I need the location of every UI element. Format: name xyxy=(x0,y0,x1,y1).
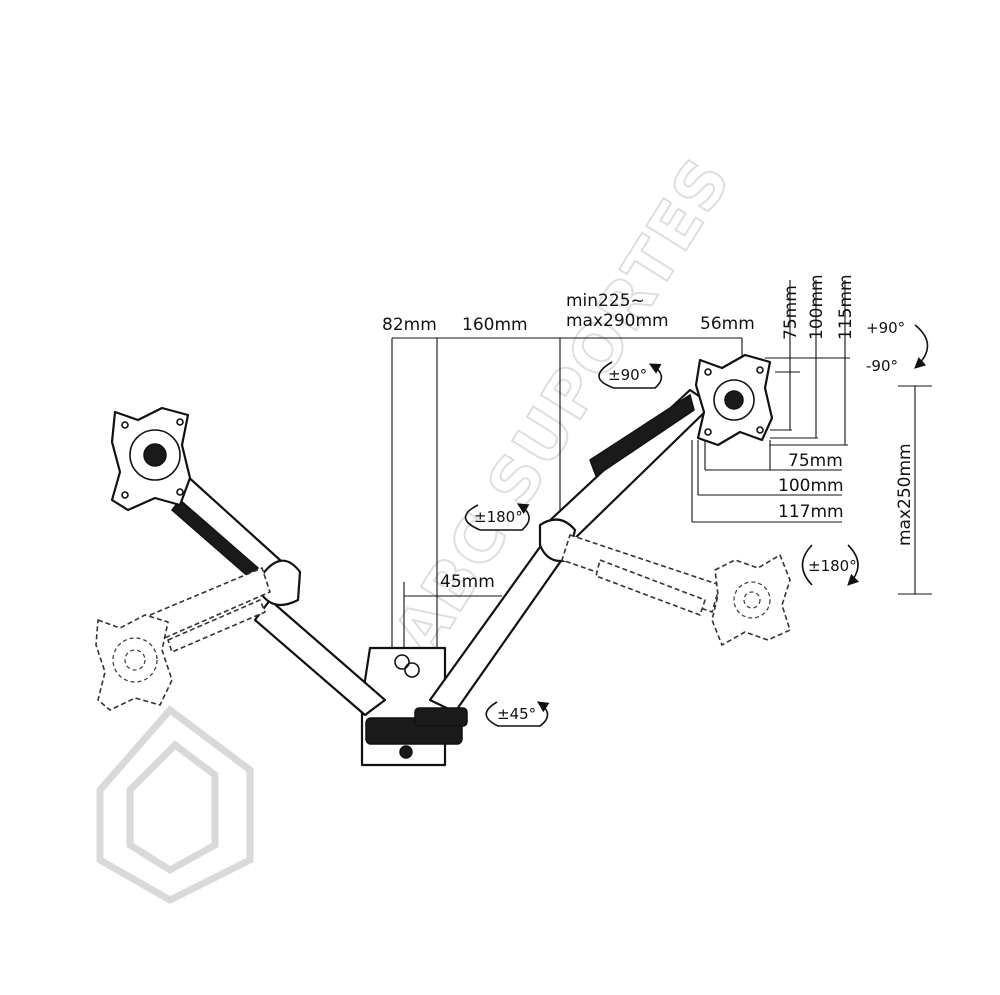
vesa-horizontal-100: 100mm xyxy=(778,476,844,496)
vesa-vertical-75: 75mm xyxy=(781,285,801,340)
left-vesa-plate xyxy=(110,406,192,512)
right-vesa-plate xyxy=(694,353,774,447)
right-arm xyxy=(414,388,714,727)
dim-plate-depth: 45mm xyxy=(440,572,495,592)
rotation-badge-pivot-arm: ±180° xyxy=(464,503,530,531)
tilt-up-label: +90° xyxy=(866,319,905,337)
right-vesa-plate-alternate xyxy=(711,554,791,646)
top-dimension-lines xyxy=(391,337,743,650)
rotation-badge-swivel-head: ±90° xyxy=(598,361,663,389)
svg-text:±180°: ±180° xyxy=(474,508,523,526)
dim-extension-min: min225~ xyxy=(566,291,645,311)
dim-wall-plate-offset: 82mm xyxy=(382,315,437,335)
left-arm-alternate xyxy=(149,567,271,653)
rotation-badge-rotate-screen: ±180° xyxy=(801,544,859,585)
left-arm xyxy=(158,463,387,717)
rotation-badge-wall-swivel: ±45° xyxy=(485,701,550,727)
right-arm-alternate xyxy=(561,534,721,616)
vesa-vertical-100: 100mm xyxy=(807,274,827,340)
dim-arm-span: 160mm xyxy=(462,315,528,335)
vesa-horizontal-117: 117mm xyxy=(778,502,844,522)
vesa-vertical-lines xyxy=(765,280,850,446)
left-vesa-plate-alternate xyxy=(95,614,173,711)
dim-head-offset: 56mm xyxy=(700,314,755,334)
vesa-horizontal-lines xyxy=(691,440,842,523)
watermark-logo-icon xyxy=(96,705,254,904)
height-range-line xyxy=(898,385,932,595)
dim-extension-max: max290mm xyxy=(566,311,669,331)
svg-text:±45°: ±45° xyxy=(497,705,536,723)
dim-height-range: max250mm xyxy=(895,443,915,546)
vesa-vertical-115: 115mm xyxy=(836,274,856,340)
tilt-arrow-icon xyxy=(914,324,929,369)
svg-text:±180°: ±180° xyxy=(808,557,857,575)
vesa-horizontal-75: 75mm xyxy=(788,451,843,471)
tilt-down-label: -90° xyxy=(866,357,898,375)
svg-text:±90°: ±90° xyxy=(608,366,647,384)
